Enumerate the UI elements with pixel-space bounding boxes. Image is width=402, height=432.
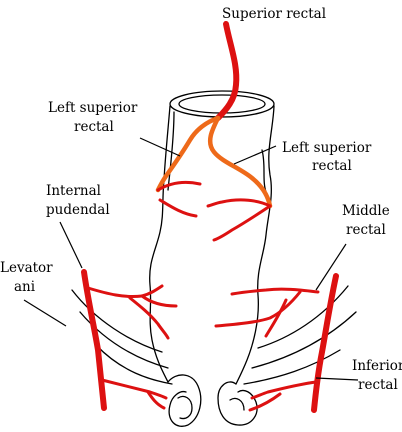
rectum-left-wall <box>149 105 171 383</box>
mid-right-branch-b <box>214 290 302 328</box>
anal-left-lobe <box>167 374 202 427</box>
left-superior-rectal-branch-left <box>155 115 221 193</box>
levator-left-line-1 <box>71 289 163 353</box>
mid-left-branch-c <box>140 294 178 308</box>
anal-left-lobe-inner <box>177 395 193 420</box>
mid-left-branch-b <box>128 296 170 340</box>
label-inferior-rectal-line2: rectal <box>358 377 398 393</box>
label-left-superior-rectal-a-line2: rectal <box>74 119 114 135</box>
label-internal-pudendal-line2: pudendal <box>46 202 110 218</box>
levator-ani-lines <box>71 285 357 385</box>
superior-rectal-trunk <box>215 21 240 121</box>
anal-right-lobe <box>217 381 258 426</box>
leader-left-superior-rectal-a <box>139 137 181 157</box>
label-left-superior-rectal-a-line1: Left superior <box>48 100 138 116</box>
leader-internal-pudendal <box>59 221 83 269</box>
labels: Superior rectal Left superior rectal Lef… <box>0 6 402 393</box>
leader-left-superior-rectal-b <box>233 145 277 165</box>
lower-right-branch-b <box>248 392 282 412</box>
label-middle-rectal-line1: Middle <box>342 203 390 219</box>
levator-right-line-2 <box>251 311 357 369</box>
label-internal-pudendal-line1: Internal <box>46 183 101 199</box>
left-superior-rectal-branch-right <box>207 115 273 209</box>
levator-left-line-3 <box>95 344 173 385</box>
label-left-superior-rectal-b-line2: rectal <box>312 158 352 174</box>
levator-right-line-1 <box>257 285 349 349</box>
lower-left-branch-b <box>146 390 166 410</box>
label-levator-ani-line2: ani <box>14 279 36 295</box>
rectal-branches <box>86 180 320 412</box>
upper-left-branch-a <box>156 180 202 192</box>
rectum-right-wall <box>235 105 275 385</box>
upper-left-branch-b <box>158 198 198 218</box>
leader-lines <box>23 137 359 381</box>
anal-right-lobe-inner <box>229 397 245 411</box>
upper-right-branch-b <box>212 204 272 242</box>
mid-right-branch-c <box>264 298 288 338</box>
lower-left-branch-a <box>100 378 168 400</box>
label-middle-rectal-line2: rectal <box>346 222 386 238</box>
middle-rectal-artery <box>311 273 339 413</box>
leader-inferior-rectal <box>315 377 359 381</box>
levator-right-line-3 <box>243 349 341 385</box>
label-left-superior-rectal-b-line1: Left superior <box>282 140 372 156</box>
leader-middle-rectal <box>315 243 347 291</box>
superior-rectal-artery <box>155 21 273 209</box>
label-levator-ani-line1: Levator <box>0 260 53 276</box>
mid-right-branch-a <box>230 287 320 296</box>
upper-right-branch-a <box>206 198 272 208</box>
label-superior-rectal: Superior rectal <box>222 6 326 22</box>
label-inferior-rectal-line1: Inferior <box>352 358 402 374</box>
leader-levator-ani <box>23 299 67 327</box>
lower-right-branch-a <box>250 380 318 400</box>
internal-pudendal-artery <box>81 269 107 411</box>
levator-left-line-2 <box>79 311 169 369</box>
